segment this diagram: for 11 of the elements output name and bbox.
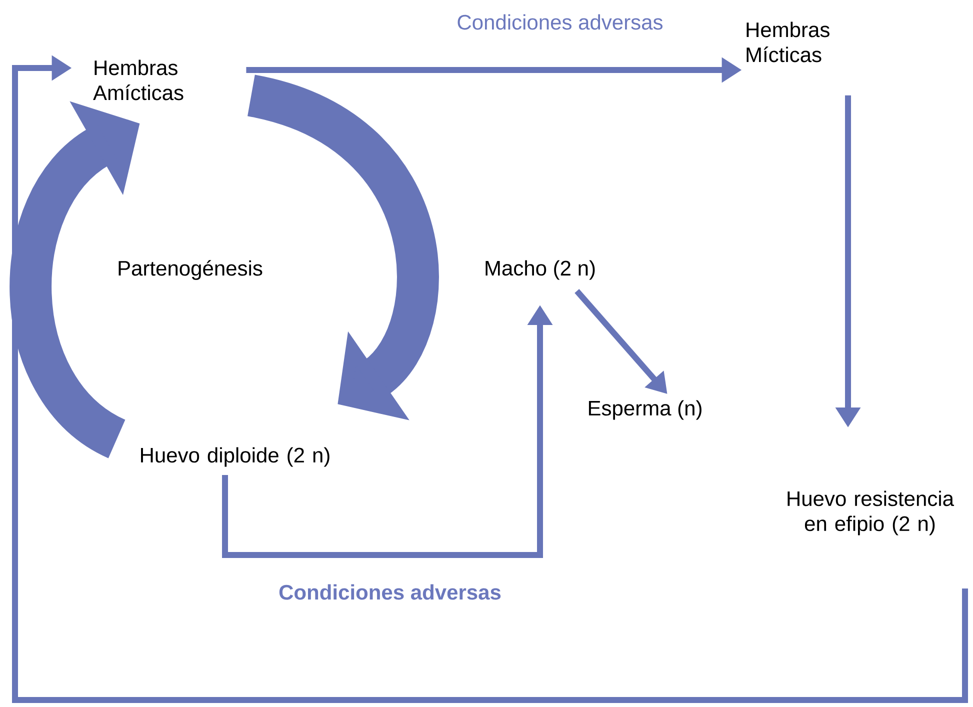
arrow [246,75,438,420]
flow-label: Esperma (n) [588,400,702,420]
flow-label: Hembras Amícticas [93,60,184,100]
flow-label: Hembras Mícticas [746,22,830,62]
edge-label: Condiciones adversas [276,582,504,602]
flow-label: Huevo resistencia en efipio (2 n) [788,490,954,536]
arrow [12,55,968,703]
flow-label: Huevo diploide (2 n) [141,447,330,467]
flow-label: Macho (2 n) [486,260,595,280]
cycle-label: Partenogénesis [118,260,262,280]
edge-label: Condiciones adversas [454,12,666,32]
